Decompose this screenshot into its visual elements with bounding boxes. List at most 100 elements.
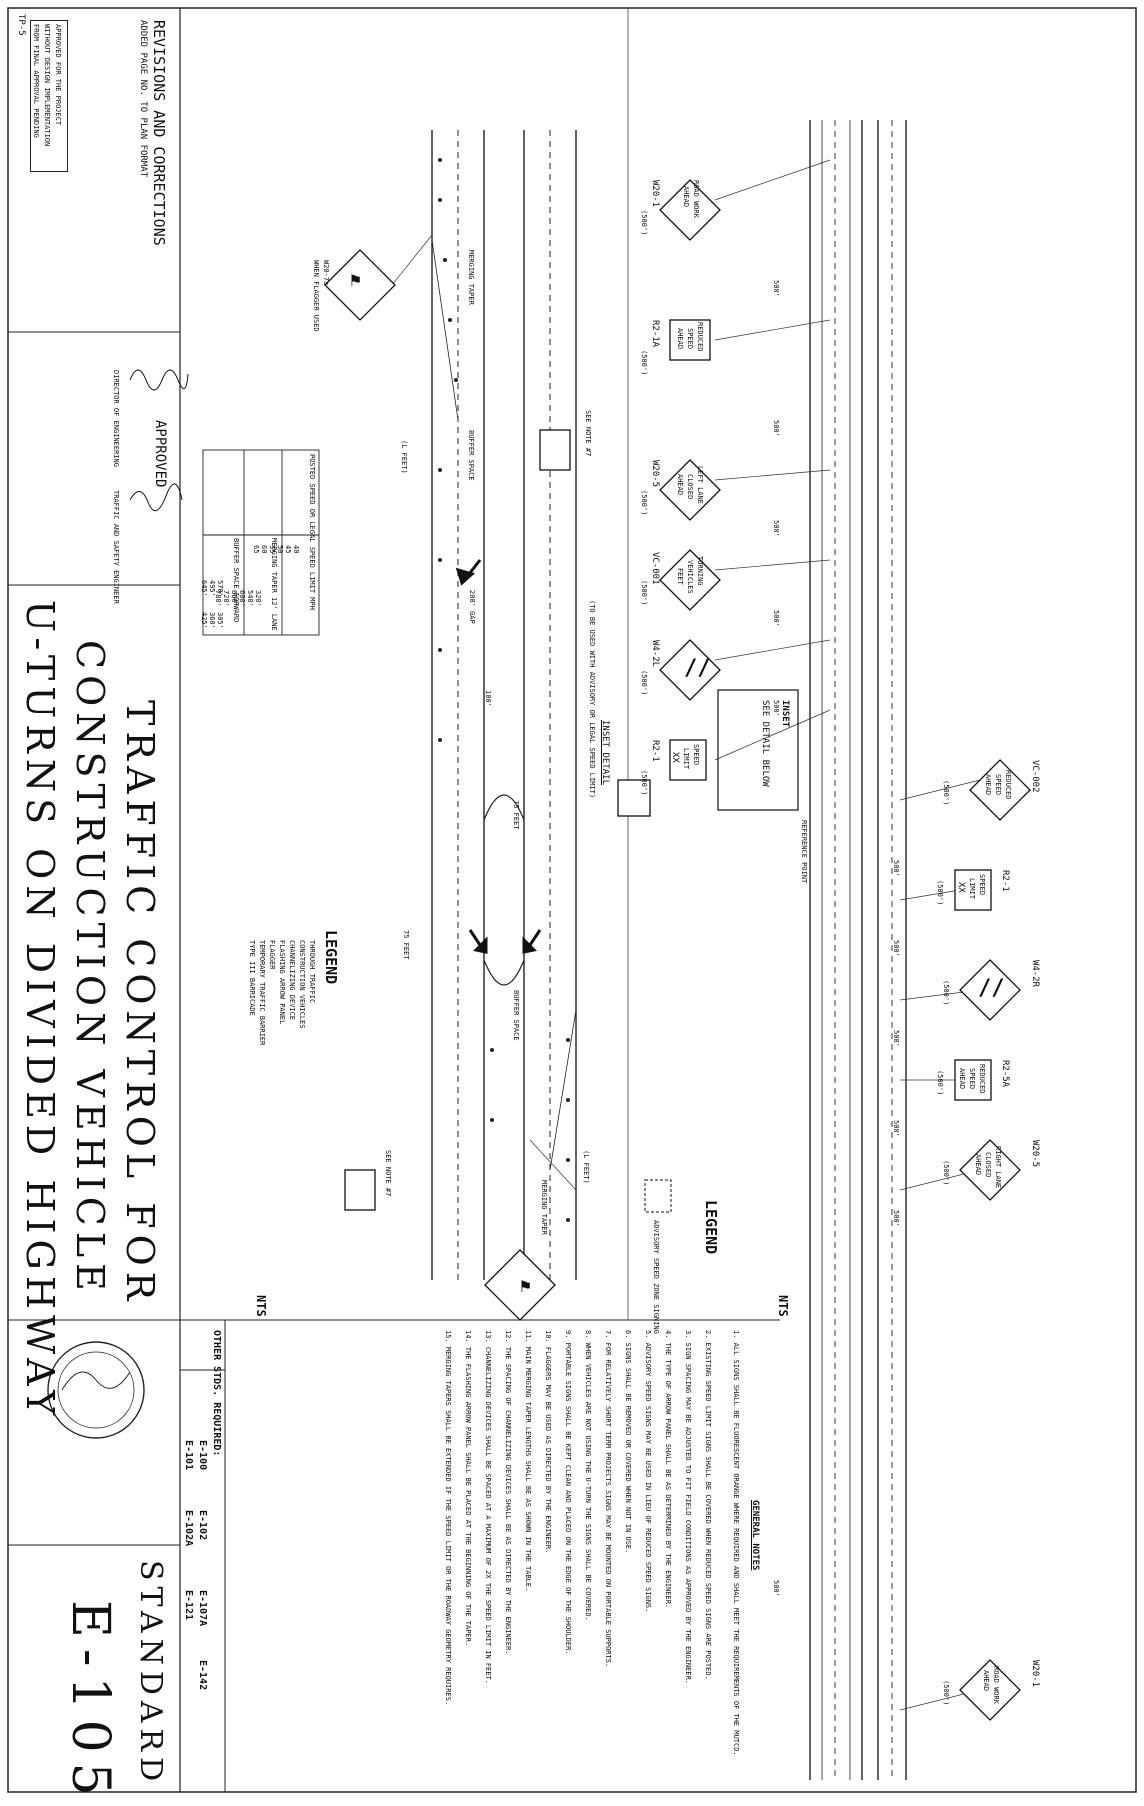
sheet-border — [7, 7, 1137, 1793]
sign-w20-1-right-code: W20-1 — [1030, 1660, 1040, 1688]
distance-top-5: 500' — [772, 700, 780, 717]
general-note-13: 13. CHANNELIZING DEVICES SHALL BE SPACED… — [484, 1330, 492, 1685]
sign-rect-r2-1-right — [954, 869, 992, 911]
distance-right-1: 500' — [892, 860, 900, 877]
sign-r2-1-right-spacing: (500') — [936, 880, 944, 906]
taper-r3-c1: 50 — [276, 545, 284, 554]
general-note-1: 1. ALL SIGNS SHALL BE FLUORESCENT ORANGE… — [732, 1330, 740, 1756]
standard-number: E-105 — [60, 1600, 120, 1806]
taper-r1-c1: 40 — [292, 545, 300, 554]
taper-r5-c3: 570' — [216, 580, 224, 597]
taper-r1-c3: 305' — [216, 612, 224, 629]
see-note-label-1: SEE NOTE #7 — [584, 410, 592, 457]
sign-diamond-w20-5-right — [959, 1139, 1021, 1201]
general-note-9: 9. PORTABLE SIGNS SHALL BE KEPT CLEAN AN… — [564, 1330, 572, 1655]
general-note-5: 5. ADVISORY SPEED SIGNS MAY BE USED IN L… — [644, 1330, 652, 1613]
other-stds-4: E-102A — [183, 1510, 194, 1547]
taper-r3-c2: 600' — [238, 590, 246, 607]
revisions-note: ADDED PAGE NO. TO PLAN FORMAT — [138, 20, 148, 178]
signature-1 — [129, 369, 189, 391]
sign-vc-002-code: VC-002 — [1030, 760, 1040, 793]
taper-r1-c2: 320' — [254, 590, 262, 607]
other-stds-7: E-142 — [197, 1660, 208, 1691]
approved-label: APPROVED — [152, 420, 168, 488]
other-stds-6: E-121 — [183, 1590, 194, 1621]
approval-stamp-line-1: APPROVED FOR THE PROJECT — [54, 24, 62, 126]
signer-2-title: TRAFFIC AND SAFETY ENGINEER — [112, 490, 120, 604]
sign-r2-5a-code: R2-5A — [1000, 1060, 1010, 1088]
general-note-11: 11. MAIN MERGING TAPER LENGTHS SHALL BE … — [524, 1330, 532, 1592]
sign-w20-5-top-spacing: (500') — [640, 490, 648, 516]
inset-detail-title: INSET DETAIL — [600, 720, 610, 786]
sign-diamond-w20-1-top — [659, 179, 721, 241]
sign-r2-5a-spacing: (500') — [936, 1070, 944, 1096]
sign-diamond-w4-2l — [659, 639, 721, 701]
taper-r6-c3: 645' — [200, 580, 208, 597]
sign-diamond-vc-001 — [659, 549, 721, 611]
nts-detail: NTS — [254, 1295, 268, 1317]
sign-w20-1-top-code: W20-1 — [650, 180, 660, 208]
other-stds-1: E-100 — [197, 1440, 208, 1471]
sign-r2-1-top-text-2: LIMIT — [682, 748, 690, 770]
sign-w20-1-right-text-1: ROAD WORK — [992, 1666, 1000, 1704]
sign-vc-002-text-2: SPEED — [994, 774, 1002, 796]
distance-right-3: 500' — [892, 1030, 900, 1047]
sign-w20-1-top-text-1: ROAD WORK — [692, 180, 700, 218]
sign-w4-2l-code: W4-2L — [650, 640, 660, 668]
distance-right-5: 500' — [892, 1210, 900, 1227]
merge-right-arrow-icon: // — [978, 976, 1005, 1001]
sign-vc-001-spacing: (500') — [640, 580, 648, 606]
sign-r2-1a-code: R2-1A — [650, 320, 660, 348]
sign-rect-r2-1-top — [669, 739, 707, 781]
dist-75-label-1: 75 FEET — [512, 800, 520, 830]
legend-detail-item-3: CHANNELIZING DEVICE — [288, 940, 296, 1021]
approval-stamp-line-3: FROM FINAL APPROVAL PENDING — [32, 24, 40, 138]
feet-label-2: (L FEET) — [582, 1150, 590, 1184]
nts-top: NTS — [776, 1295, 790, 1317]
signature-2 — [129, 483, 183, 512]
sign-w20-5-right-text-2: CLOSED — [984, 1152, 992, 1178]
sign-vc-002-text-3: AHEAD — [984, 774, 992, 796]
distance-top-6: 500' — [772, 1580, 780, 1597]
revisions-heading: REVISIONS AND CORRECTIONS — [150, 20, 168, 246]
flagger-icon-2: ⚑ — [520, 1276, 531, 1297]
legend-detail-item-4: FLASHING ARROW PANEL — [278, 940, 286, 1025]
feet-label-1: (L FEET) — [400, 440, 408, 474]
sign-rect-r2-5a — [954, 1059, 992, 1101]
sign-r2-1-top-text-3: XX — [670, 752, 680, 763]
sign-rect-detail-2 — [344, 1169, 376, 1211]
sign-vc-001-text-1: TURNING — [696, 556, 704, 586]
sign-diamond-w20-1-right — [959, 1659, 1021, 1721]
taper-r6-c1: 65 — [252, 545, 260, 554]
taper-table-grid — [202, 449, 320, 636]
taper-r2-c2: 540' — [246, 590, 254, 607]
sign-w20-1-top-spacing: (500') — [640, 210, 648, 236]
sign-w4-2r-code: W4-2R — [1030, 960, 1040, 988]
taper-th-3: BUFFER SPACE FORWARD — [232, 538, 240, 623]
sign-w20-5-top-text-1: LEFT LANE — [696, 466, 704, 504]
sign-diamond-w20-5-top — [659, 459, 721, 521]
state-seal — [47, 1341, 145, 1439]
other-stds-label: OTHER STDS. REQUIRED: — [211, 1330, 222, 1457]
merge-left-arrow-icon: // — [684, 656, 711, 681]
sign-vc-002-text-1: REDUCED — [1004, 770, 1012, 800]
legend-detail-item-5: FLAGGER — [268, 940, 276, 970]
sign-r2-1-right-text-2: LIMIT — [968, 878, 976, 900]
taper-r2-c1: 45 — [284, 545, 292, 554]
sign-w20-5-right-spacing: (500') — [942, 1160, 950, 1186]
general-note-12: 12. THE SPACING OF CHANNELIZING DEVICES … — [504, 1330, 512, 1655]
approval-stamp-line-2: WITHOUT DESIGN IMPLEMENTATION — [43, 24, 51, 147]
sign-vc-001-text-3: FEET — [676, 568, 684, 585]
other-stds-5: E-107A — [197, 1590, 208, 1627]
taper-r3-c3: 425' — [200, 612, 208, 629]
sign-r2-5a-text-2: SPEED — [968, 1068, 976, 1090]
sign-w20-5-right-text-3: AHEAD — [974, 1154, 982, 1176]
highway-main — [809, 120, 907, 1780]
general-note-7: 7. FOR RELATIVELY SHORT TERM PROJECTS SI… — [604, 1330, 612, 1668]
sign-r2-1a-text-3: AHEAD — [676, 328, 684, 350]
signer-1-title: DIRECTOR OF ENGINEERING — [112, 370, 120, 467]
taper-r4-c1: 55 — [268, 545, 276, 554]
sign-w20-5-right-code: W20-5 — [1030, 1140, 1040, 1168]
taper-th-1: POSTED SPEED OR LEGAL SPEED LIMIT MPH — [308, 454, 316, 610]
legend-detail-item-1: THROUGH TRAFFIC — [308, 940, 316, 1004]
